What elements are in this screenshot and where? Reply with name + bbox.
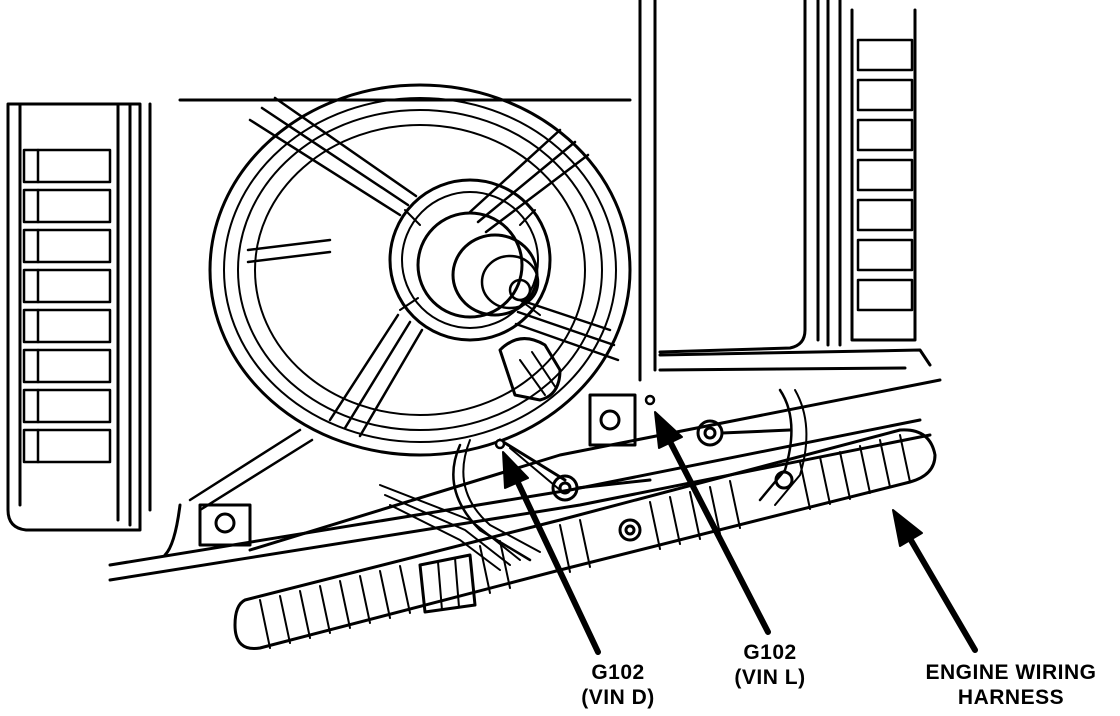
mount-brackets bbox=[198, 337, 637, 547]
cooling-fan bbox=[188, 83, 632, 512]
arrow-g102-vin-d bbox=[494, 438, 601, 655]
label-g102-vin-l-line2: (VIN L) bbox=[734, 666, 806, 689]
arrow-engine-wiring-harness bbox=[892, 509, 978, 653]
arrow-g102-vin-l bbox=[644, 394, 771, 635]
fan-shroud bbox=[148, 0, 820, 512]
label-g102-vin-d-line2: (VIN D) bbox=[581, 686, 655, 709]
engine-wiring-harness bbox=[233, 428, 937, 651]
right-radiator-panel bbox=[826, 0, 917, 347]
label-g102-vin-d-line1: G102 bbox=[591, 661, 645, 684]
label-engine-wiring-harness-line2: HARNESS bbox=[957, 686, 1065, 709]
label-g102-vin-l-line1: G102 bbox=[743, 641, 797, 664]
label-engine-wiring-harness: ENGINE WIRING HARNESS bbox=[905, 660, 1117, 710]
label-engine-wiring-harness-line1: ENGINE WIRING bbox=[925, 661, 1097, 684]
leader-arrows bbox=[494, 394, 978, 655]
frame-crossmember bbox=[108, 348, 942, 582]
label-g102-vin-l: G102 (VIN L) bbox=[715, 640, 825, 690]
ground-wires bbox=[379, 388, 808, 571]
left-radiator-panel bbox=[6, 102, 142, 532]
label-g102-vin-d: G102 (VIN D) bbox=[563, 660, 673, 710]
